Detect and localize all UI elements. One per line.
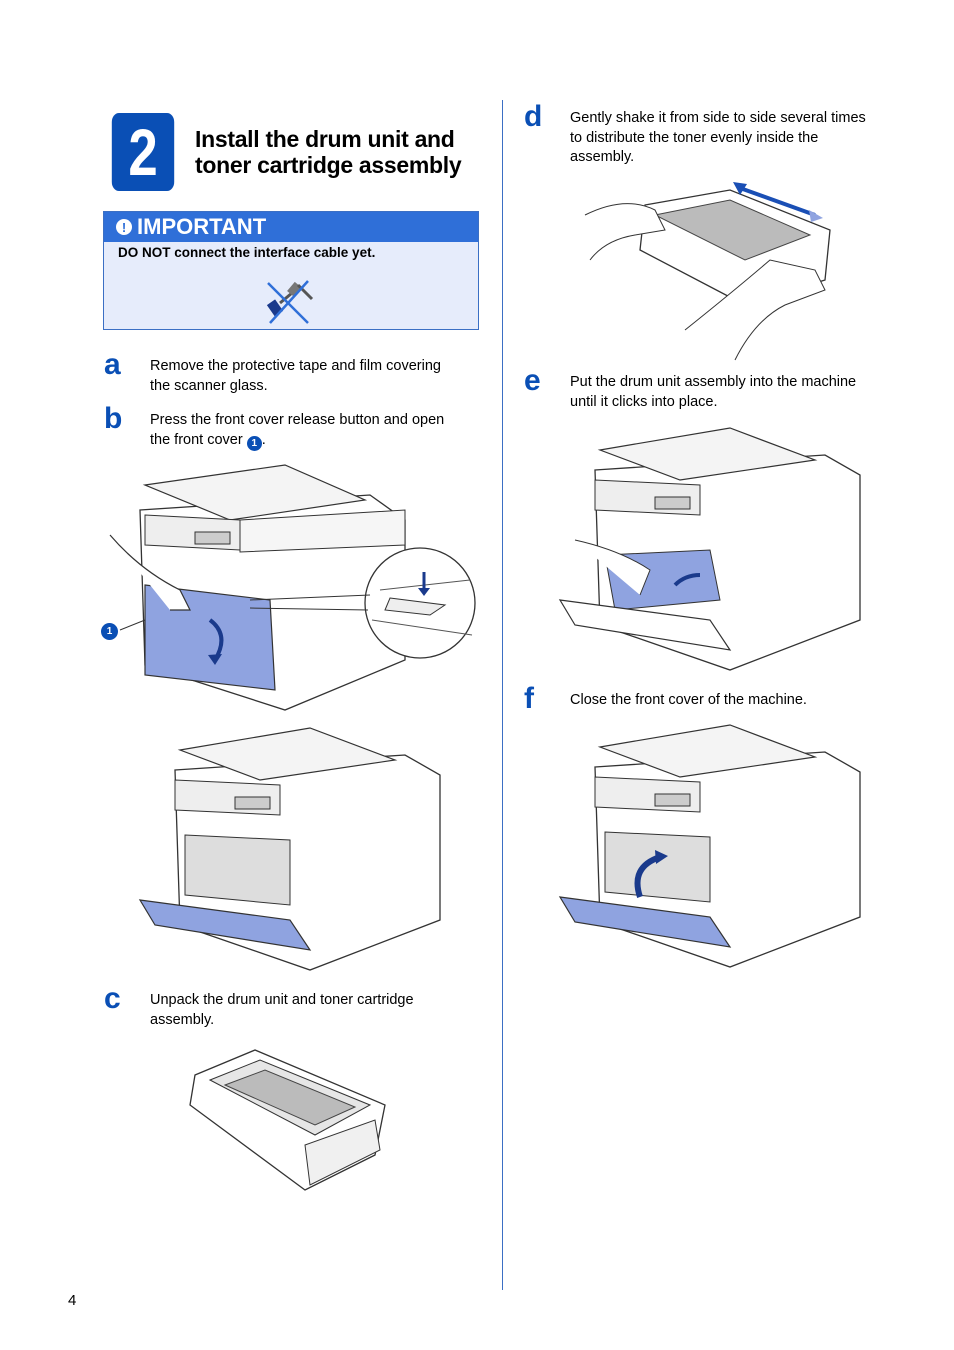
step-f-text: Close the front cover of the machine. <box>570 691 910 711</box>
printer-cover-open-illustration <box>138 727 441 971</box>
no-cable-icon <box>266 280 314 324</box>
step-d-line2: to distribute the toner evenly inside th… <box>570 129 819 146</box>
page-number: 4 <box>68 1292 77 1309</box>
step-d-text: Gently shake it from side to side severa… <box>570 109 910 168</box>
shake-drum-illustration <box>584 182 831 361</box>
step-b-line2-text: the front cover <box>150 431 243 448</box>
step-b-line2-end: . <box>261 431 266 448</box>
step-a-line1: Remove the protective tape and film cove… <box>150 358 441 374</box>
insert-drum-illustration <box>558 427 861 671</box>
exclamation-icon: ! <box>116 219 132 235</box>
step-number-badge: 2 <box>111 113 175 191</box>
step-c-line1: Unpack the drum unit and toner cartridge <box>150 992 414 1008</box>
important-label: IMPORTANT <box>137 214 267 239</box>
step-e-text: Put the drum unit assembly into the mach… <box>570 373 910 412</box>
step-title-line2: toner cartridge assembly <box>195 152 462 178</box>
printer-open-cover-illustration <box>109 464 476 711</box>
step-d-line3: assembly. <box>570 149 635 165</box>
step-letter-b: b <box>104 402 123 435</box>
step-f-line1: Close the front cover of the machine. <box>570 692 807 708</box>
figure-b-callout: 1 <box>101 623 118 640</box>
important-header: ! IMPORTANT <box>104 212 478 242</box>
drum-unit-illustration <box>189 1049 386 1191</box>
important-box: ! IMPORTANT DO NOT connect the interface… <box>103 211 479 330</box>
step-letter-a: a <box>104 348 121 381</box>
step-title: Install the drum unit and toner cartridg… <box>195 126 495 178</box>
step-c-text: Unpack the drum unit and toner cartridge… <box>150 991 490 1030</box>
close-cover-illustration <box>558 724 861 968</box>
step-a-text: Remove the protective tape and film cove… <box>150 357 490 396</box>
step-letter-f: f <box>524 682 534 715</box>
column-divider <box>502 100 503 1290</box>
step-title-line1: Install the drum unit and <box>195 126 455 152</box>
step-b-line2: the front cover 1. <box>150 431 490 451</box>
step-letter-c: c <box>104 982 121 1015</box>
step-b-text: Press the front cover release button and… <box>150 411 490 451</box>
step-d-line1: Gently shake it from side to side severa… <box>570 110 866 126</box>
step-c-line2: assembly. <box>150 1011 215 1028</box>
callout-circle: 1 <box>246 435 262 451</box>
step-e-line1: Put the drum unit assembly into the mach… <box>570 374 857 390</box>
important-text: DO NOT connect the interface cable yet. <box>118 245 376 260</box>
step-e-line2: until it clicks into place. <box>570 393 718 410</box>
step-b-line1: Press the front cover release button and… <box>150 412 445 428</box>
step-letter-e: e <box>524 364 541 397</box>
step-letter-d: d <box>524 100 543 133</box>
step-a-line2: the scanner glass. <box>150 377 268 394</box>
